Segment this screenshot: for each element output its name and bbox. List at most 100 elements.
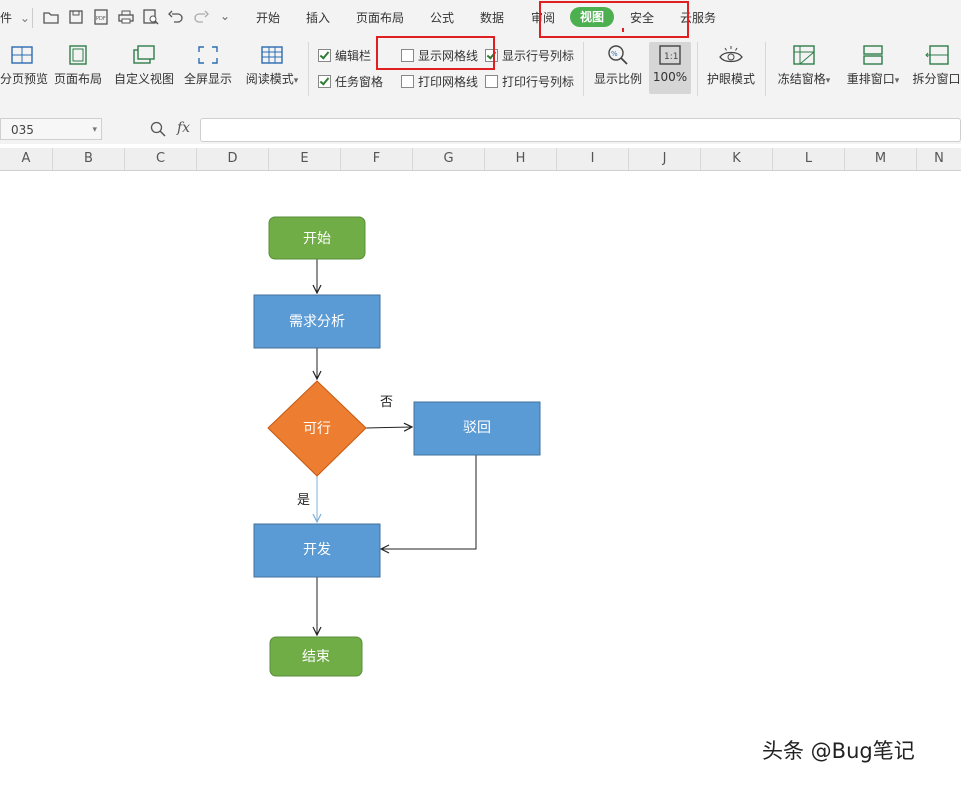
show-headings-label: 显示行号列标: [502, 49, 575, 63]
ribbon-view: 分页预览 页面布局 自定义视图 全屏显示 阅读模式▾ 编辑栏 任务窗格 显示网格…: [0, 36, 961, 105]
column-header-h[interactable]: H: [485, 148, 557, 170]
tab-security[interactable]: 安全: [630, 11, 655, 25]
flow-node-develop[interactable]: 开发: [253, 523, 381, 578]
show-gridlines-label: 显示网格线: [418, 49, 479, 63]
arrange-windows-label: 重排窗口: [846, 72, 895, 86]
page-layout-icon: [69, 45, 87, 65]
column-header-c[interactable]: C: [125, 148, 197, 170]
column-header-a[interactable]: A: [0, 148, 53, 170]
tab-home[interactable]: 开始: [256, 11, 281, 25]
flow-node-decision-label: 可行: [303, 421, 331, 437]
tab-view[interactable]: 视图: [570, 7, 614, 27]
full-screen-button[interactable]: 全屏显示: [182, 44, 234, 87]
flow-node-decision[interactable]: 可行: [267, 380, 367, 477]
branch-yes-label: 是: [297, 493, 310, 508]
print-headings-label: 打印行号列标: [502, 75, 575, 89]
split-window-label: 拆分窗口: [912, 72, 961, 86]
split-window-icon: [924, 45, 949, 65]
flow-node-start-label: 开始: [303, 231, 331, 247]
edit-bar-checkbox[interactable]: 编辑栏: [318, 47, 371, 64]
tab-cloud-services[interactable]: 云服务: [680, 11, 717, 25]
fx-icon[interactable]: fx: [177, 120, 191, 136]
split-window-button[interactable]: 拆分窗口: [912, 44, 961, 87]
print-headings-checkbox[interactable]: 打印行号列标: [485, 73, 574, 90]
svg-text:1:1: 1:1: [664, 52, 678, 62]
page-break-preview-label: 分页预览: [0, 72, 49, 86]
arrange-windows-button[interactable]: 重排窗口▾: [842, 44, 904, 87]
page-break-preview-button[interactable]: 分页预览: [0, 44, 48, 87]
watermark: 头条 @Bug笔记: [762, 739, 915, 763]
tab-page-layout[interactable]: 页面布局: [356, 11, 405, 25]
chevron-down-icon: ⌄: [19, 11, 30, 25]
tab-review[interactable]: 审阅: [531, 11, 556, 25]
show-headings-checkbox[interactable]: 显示行号列标: [485, 47, 574, 64]
save-icon[interactable]: [67, 8, 85, 26]
svg-text:%: %: [611, 50, 618, 58]
column-header-l[interactable]: L: [773, 148, 845, 170]
file-menu[interactable]: 件 ⌄: [0, 9, 30, 26]
column-header-m[interactable]: M: [845, 148, 917, 170]
zoom-button[interactable]: % 显示比例: [592, 44, 644, 87]
freeze-panes-button[interactable]: 冻结窗格▾: [774, 44, 834, 87]
show-gridlines-checkbox[interactable]: 显示网格线: [401, 47, 478, 64]
flowchart: 开始 需求分析 可行 否 驳回 是 开发 结束: [253, 216, 541, 677]
chevron-down-icon: ▾: [92, 125, 97, 135]
flow-node-analysis[interactable]: 需求分析: [253, 294, 381, 349]
eye-protection-button[interactable]: 护眼模式: [704, 44, 758, 87]
column-header-e[interactable]: E: [269, 148, 341, 170]
print-icon[interactable]: [117, 8, 135, 26]
column-header-n[interactable]: N: [934, 151, 944, 166]
tab-formulas[interactable]: 公式: [430, 11, 455, 25]
dropdown-caret-icon: ▾: [894, 76, 900, 86]
column-header-b[interactable]: B: [53, 148, 125, 170]
highlight-box-show-gridlines: [376, 36, 495, 70]
divider: [697, 42, 698, 96]
column-header-j[interactable]: J: [629, 148, 701, 170]
page-layout-button[interactable]: 页面布局: [52, 44, 104, 87]
name-box-value: 035: [11, 123, 34, 137]
reading-mode-button[interactable]: 阅读模式▾: [242, 44, 302, 87]
checkbox-checked: [318, 49, 331, 62]
worksheet-area[interactable]: 开始 需求分析 可行 否 驳回 是 开发 结束: [0, 171, 961, 785]
print-preview-icon[interactable]: [142, 8, 160, 26]
print-gridlines-checkbox[interactable]: 打印网格线: [401, 73, 478, 90]
connector-reject-develop[interactable]: [381, 455, 477, 549]
tab-data[interactable]: 数据: [480, 11, 505, 25]
arrange-windows-icon: [863, 45, 883, 65]
dropdown-caret-icon: ▾: [293, 76, 299, 86]
task-pane-checkbox[interactable]: 任务窗格: [318, 73, 383, 90]
connector-decision-reject[interactable]: [365, 427, 412, 428]
custom-view-icon: [133, 45, 155, 64]
column-header-i[interactable]: I: [557, 148, 629, 170]
formula-input[interactable]: [200, 118, 961, 142]
column-header-f[interactable]: F: [341, 148, 413, 170]
redo-icon[interactable]: [192, 8, 210, 26]
name-box[interactable]: 035 ▾: [0, 118, 102, 140]
flow-node-end-label: 结束: [302, 649, 330, 665]
checkbox-unchecked: [401, 75, 414, 88]
column-header-d[interactable]: D: [197, 148, 269, 170]
zoom-100-button[interactable]: 1:1 100%: [649, 42, 691, 94]
freeze-panes-label: 冻结窗格: [777, 72, 826, 86]
eye-protection-label: 护眼模式: [706, 72, 755, 86]
page-layout-label: 页面布局: [53, 72, 102, 86]
column-header-k[interactable]: K: [701, 148, 773, 170]
tab-insert[interactable]: 插入: [306, 11, 331, 25]
flow-node-end[interactable]: 结束: [269, 636, 363, 677]
zoom-formula-icon[interactable]: [150, 121, 166, 137]
checkbox-checked: [318, 75, 331, 88]
full-screen-label: 全屏显示: [183, 72, 232, 86]
highlight-box-view-tab: [539, 1, 689, 38]
custom-view-button[interactable]: 自定义视图: [112, 44, 176, 87]
divider: [765, 42, 766, 96]
customize-chevron-icon[interactable]: ⌄: [220, 9, 231, 23]
undo-icon[interactable]: [167, 8, 185, 26]
column-headers: A B C D E F G H I J K L M N: [0, 148, 961, 171]
flow-node-start[interactable]: 开始: [268, 216, 366, 260]
column-header-g[interactable]: G: [413, 148, 485, 170]
open-folder-icon[interactable]: [42, 8, 60, 26]
divider: [32, 8, 33, 28]
export-pdf-icon[interactable]: PDF: [92, 8, 110, 26]
print-gridlines-label: 打印网格线: [418, 75, 479, 89]
flow-node-reject[interactable]: 驳回: [413, 401, 541, 456]
